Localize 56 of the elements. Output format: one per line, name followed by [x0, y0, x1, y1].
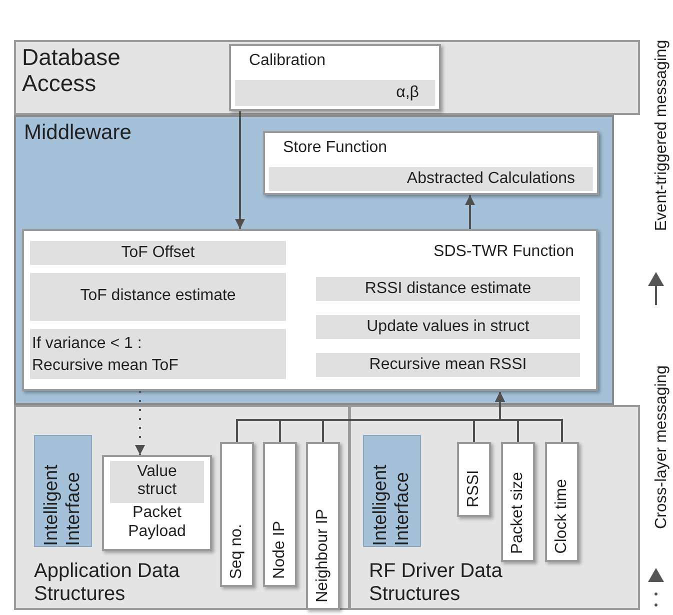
value-bar: [30, 241, 286, 265]
panel-title: Intelligent Interface: [370, 464, 414, 546]
layer-panel: [14, 405, 350, 610]
field-box: [306, 442, 340, 610]
function-box: [263, 131, 599, 195]
function-box: [229, 44, 441, 111]
layer-panel: [14, 40, 640, 115]
value-text: Abstracted Calculations: [406, 170, 575, 188]
box-title: SDS-TWR Function: [434, 243, 574, 262]
field-box: [501, 442, 535, 562]
value-bar: [316, 315, 580, 339]
field-box: [545, 442, 579, 562]
field-name: Packet size: [509, 472, 527, 554]
box-title: Calibration: [249, 52, 326, 70]
value-text: ToF Offset: [120, 244, 196, 262]
layer-panel: [349, 405, 640, 610]
field-name: Neighbour IP: [314, 508, 332, 602]
field-name: Node IP: [271, 521, 289, 579]
arrow: [495, 392, 563, 442]
value-bar: [110, 461, 204, 503]
box-title: Store Function: [283, 139, 388, 158]
field-name: RSSI: [465, 470, 483, 507]
field-box: [457, 442, 491, 517]
side-label: Cross-layer messaging: [652, 364, 671, 532]
value-text: If variance < 1 : Recursive mean ToF: [32, 334, 180, 376]
value-text: ToF distance estimate: [79, 287, 237, 306]
value-text: α,β: [396, 84, 419, 102]
box-title: Packet Payload: [127, 504, 187, 541]
arrow: [235, 111, 245, 229]
field-box: [263, 442, 297, 587]
value-text: Value struct: [136, 463, 178, 500]
function-box: [22, 229, 598, 391]
layer-title: Application Data Structures: [34, 560, 181, 606]
arrow: [465, 195, 475, 229]
data-box: [102, 455, 212, 551]
value-bar: [316, 277, 580, 301]
value-bar: [269, 167, 593, 191]
layer-title: Database Access: [22, 44, 122, 97]
value-text: Update values in struct: [366, 318, 530, 336]
value-text: RSSI distance estimate: [364, 280, 532, 298]
value-bar: [30, 273, 286, 321]
value-bar: [235, 80, 435, 106]
field-box: [220, 442, 254, 587]
layer-panel: [14, 115, 614, 405]
panel-title: Intelligent Interface: [41, 464, 85, 546]
value-text: Recursive mean RSSI: [368, 356, 528, 374]
layer-title: Middleware: [24, 121, 132, 146]
arrow: [135, 391, 145, 455]
interface-panel: [34, 435, 92, 547]
field-name: Seq no.: [228, 524, 246, 579]
side-label: Event-triggered messaging: [652, 38, 671, 234]
field-name: Clock time: [553, 479, 571, 554]
value-bar: [316, 353, 580, 377]
interface-panel: [363, 435, 421, 547]
layer-title: RF Driver Data Structures: [369, 560, 504, 606]
value-bar: [30, 329, 286, 379]
